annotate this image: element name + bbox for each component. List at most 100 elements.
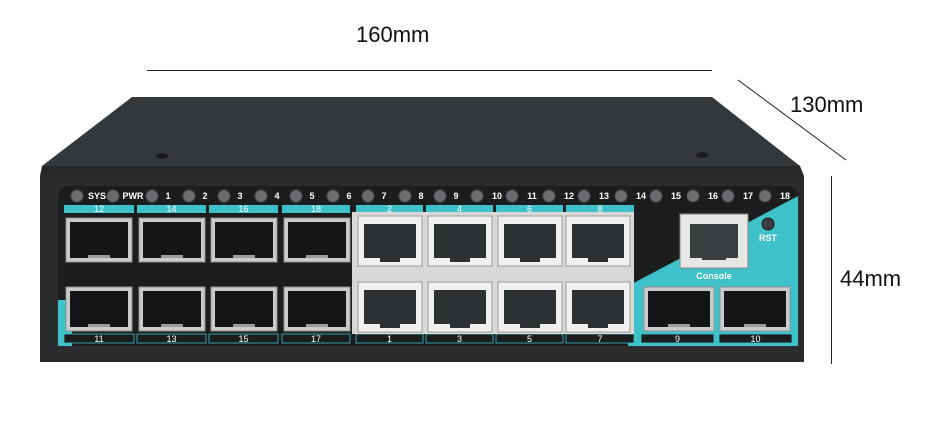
led-label-4: 4 [274, 191, 279, 201]
port-label-10: 10 [750, 334, 760, 344]
port-label-9: 9 [675, 334, 680, 344]
led-label-5: 5 [309, 191, 314, 201]
port-label-5: 5 [527, 334, 532, 344]
bottom-label-bars [63, 333, 793, 344]
led-label-2: 2 [202, 191, 207, 201]
led-label-7: 7 [381, 191, 386, 201]
led-14 [614, 189, 628, 203]
led-label-16: 16 [708, 191, 718, 201]
port-label-13: 13 [166, 334, 176, 344]
port-label-8: 8 [597, 204, 602, 214]
sfp-port-cavity [143, 291, 201, 327]
led-label-18: 18 [780, 191, 790, 201]
led-10 [470, 189, 484, 203]
port-label-17: 17 [311, 334, 321, 344]
led-4 [254, 189, 268, 203]
top-label-bar [356, 205, 423, 213]
port-label-16: 16 [238, 204, 248, 214]
led-11 [505, 189, 519, 203]
port-label-7: 7 [597, 334, 602, 344]
led-5 [289, 189, 303, 203]
right-sfp-ports [643, 286, 791, 332]
port-label-18: 18 [311, 204, 321, 214]
led-2 [182, 189, 196, 203]
port-label-4: 4 [457, 204, 462, 214]
top-label-bar [496, 205, 563, 213]
reset-button [761, 217, 775, 231]
console-label: Console [696, 271, 732, 281]
led-1 [145, 189, 159, 203]
led-label-8: 8 [418, 191, 423, 201]
led-row [70, 189, 772, 203]
port-label-6: 6 [527, 204, 532, 214]
port-label-15: 15 [238, 334, 248, 344]
led-label-15: 15 [671, 191, 681, 201]
led-label-3: 3 [237, 191, 242, 201]
port-label-3: 3 [457, 334, 462, 344]
bottom-label-bar [136, 333, 207, 344]
led-15 [649, 189, 663, 203]
rj45-port-socket [572, 290, 624, 324]
port-label-12: 12 [94, 204, 104, 214]
led-7 [361, 189, 375, 203]
top-label-bar [137, 205, 206, 213]
port-label-11: 11 [94, 334, 103, 344]
sfp-ports [65, 217, 351, 332]
port-label-1: 1 [387, 334, 392, 344]
led-17 [721, 189, 735, 203]
led-label-6: 6 [346, 191, 351, 201]
led-label-11: 11 [527, 191, 537, 201]
top-label-bar [64, 205, 134, 213]
bottom-label-bar [63, 333, 135, 344]
bottom-label-bar [640, 333, 715, 344]
port-label-14: 14 [166, 204, 176, 214]
sfp-port-cavity [288, 291, 346, 327]
led-8 [398, 189, 412, 203]
led-label-sys: SYS [88, 191, 106, 201]
bottom-label-bar [208, 333, 279, 344]
sfp-port-cavity [215, 291, 273, 327]
rj45-ports [357, 215, 631, 333]
screw-right [696, 152, 708, 158]
led-18 [758, 189, 772, 203]
port-label-2: 2 [387, 204, 392, 214]
sfp-port-cavity [215, 222, 273, 258]
top-label-bar [282, 205, 350, 213]
rj45-port-socket [434, 290, 486, 324]
sfp-port-cavity [724, 291, 786, 327]
led-label-pwr: PWR [123, 191, 144, 201]
top-label-bar [426, 205, 493, 213]
bottom-label-bar [281, 333, 351, 344]
led-9 [433, 189, 447, 203]
switch-top-cover [42, 97, 800, 166]
led-label-17: 17 [743, 191, 753, 201]
sfp-port-cavity [70, 291, 128, 327]
led-label-12: 12 [564, 191, 574, 201]
rj45-port-socket [572, 224, 624, 258]
top-label-bars [64, 205, 634, 213]
led-6 [326, 189, 340, 203]
sfp-port-cavity [648, 291, 710, 327]
rj45-port-socket [504, 290, 556, 324]
sfp-port-cavity [143, 222, 201, 258]
led-label-1: 1 [165, 191, 170, 201]
screw-left [156, 153, 168, 159]
led-16 [686, 189, 700, 203]
depth-dimension-label: 130mm [790, 92, 864, 117]
bottom-label-bar [718, 333, 793, 344]
top-label-bar [209, 205, 278, 213]
led-label-10: 10 [492, 191, 502, 201]
height-dimension-line [831, 176, 832, 364]
sfp-port-cavity [288, 222, 346, 258]
rj45-port-socket [434, 224, 486, 258]
led-pwr [106, 189, 120, 203]
height-dimension-label: 44mm [840, 266, 902, 291]
top-label-bar [566, 205, 634, 213]
led-label-13: 13 [599, 191, 609, 201]
led-sys [70, 189, 84, 203]
sfp-port-cavity [70, 222, 128, 258]
depth-dimension-line [737, 79, 847, 161]
led-label-14: 14 [636, 191, 646, 201]
